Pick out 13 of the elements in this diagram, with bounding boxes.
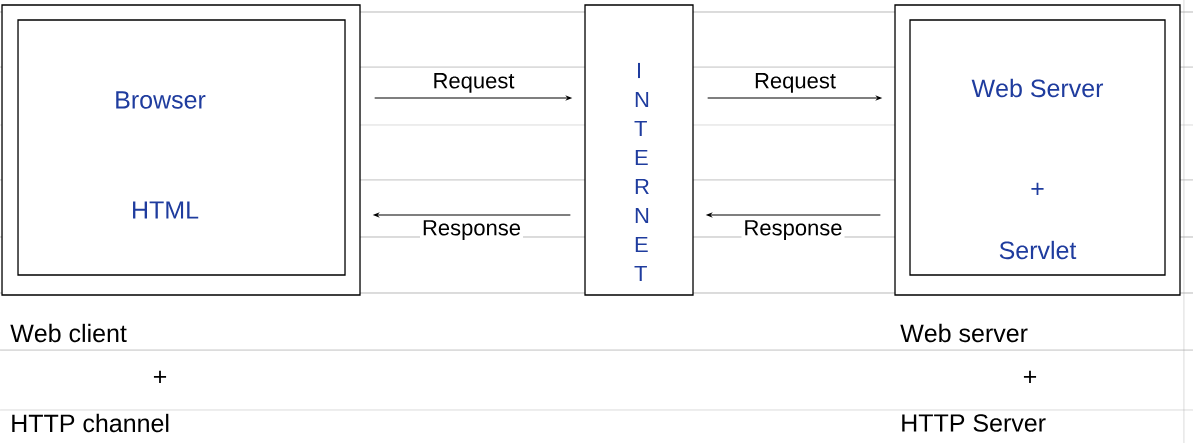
- edge-label: Request: [430, 71, 517, 95]
- node-label: +: [150, 368, 170, 388]
- process-box: Web Server + Servlet: [909, 19, 1166, 276]
- process-box: Browser HTML: [17, 19, 346, 276]
- node-label: HTTP channel: [8, 411, 172, 435]
- node-label: +: [1020, 368, 1040, 388]
- internet-band: INTERNET: [584, 4, 694, 296]
- node-label: Web server: [898, 321, 1030, 345]
- node-label: HTTP Server: [898, 412, 1049, 434]
- edge-label: Response: [420, 218, 524, 242]
- edge-label: Response: [741, 218, 845, 242]
- edge-label: Request: [752, 71, 838, 95]
- node-label: Web client: [8, 321, 129, 345]
